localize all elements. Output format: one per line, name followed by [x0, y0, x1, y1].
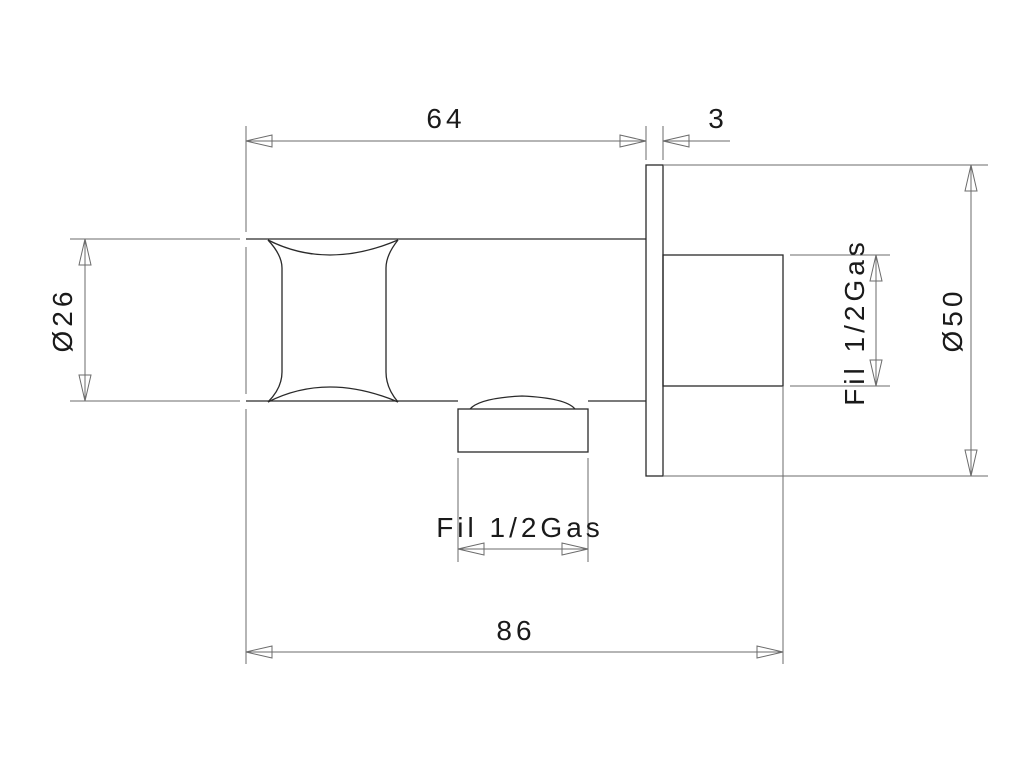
valve-body — [246, 238, 646, 402]
side-thread-label: Fil 1/2Gas — [436, 512, 604, 543]
rear-outlet — [662, 254, 784, 387]
flange — [645, 164, 664, 477]
dimension-d50: Ø50 — [937, 164, 978, 477]
dim-d50-label: Ø50 — [937, 288, 968, 353]
rear-thread-label: Fil 1/2Gas — [839, 238, 870, 406]
dim-86-label: 86 — [496, 615, 535, 646]
dim-3-label: 3 — [708, 103, 728, 134]
dimension-3: 3 — [662, 103, 730, 148]
dimension-d26: Ø26 — [47, 238, 92, 402]
side-outlet — [457, 395, 589, 453]
dimension-rear-thread: Fil 1/2Gas — [839, 238, 883, 406]
dimension-64: 64 — [245, 103, 647, 148]
dim-64-label: 64 — [426, 103, 465, 134]
dimension-side-thread: Fil 1/2Gas — [436, 512, 604, 556]
dim-d26-label: Ø26 — [47, 288, 78, 353]
extension-lines — [70, 126, 988, 664]
dimension-86: 86 — [245, 615, 784, 659]
handle — [267, 239, 399, 403]
